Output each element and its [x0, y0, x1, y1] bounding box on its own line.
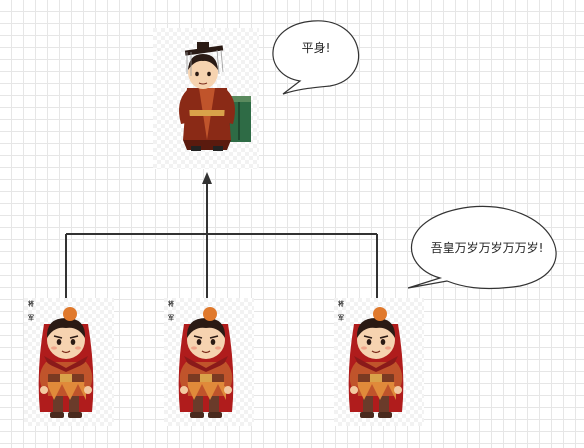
- emperor-speech-text: 平身!: [302, 40, 331, 55]
- general-node[interactable]: 将 军: [24, 298, 114, 426]
- general-tag-line2: 军: [338, 314, 344, 322]
- arrow-head-icon: [202, 172, 212, 184]
- general-tag-line2: 军: [168, 314, 174, 322]
- general-tag-line1: 将: [28, 300, 34, 308]
- general-node[interactable]: 将 军: [164, 298, 254, 426]
- general-tag-line2: 军: [28, 314, 34, 322]
- emperor-node[interactable]: [153, 28, 259, 169]
- generals-speech-text: 吾皇万岁万岁万万岁!: [431, 240, 544, 255]
- general-node[interactable]: 将 军: [334, 298, 424, 426]
- general-tag-line1: 将: [338, 300, 344, 308]
- emperor-figure: [179, 42, 251, 151]
- general-tag-line1: 将: [168, 300, 174, 308]
- connector-lines: [65, 184, 378, 298]
- emperor-speech-bubble: 平身!: [272, 20, 360, 95]
- generals-speech-bubble: 吾皇万岁万岁万万岁!: [407, 205, 557, 290]
